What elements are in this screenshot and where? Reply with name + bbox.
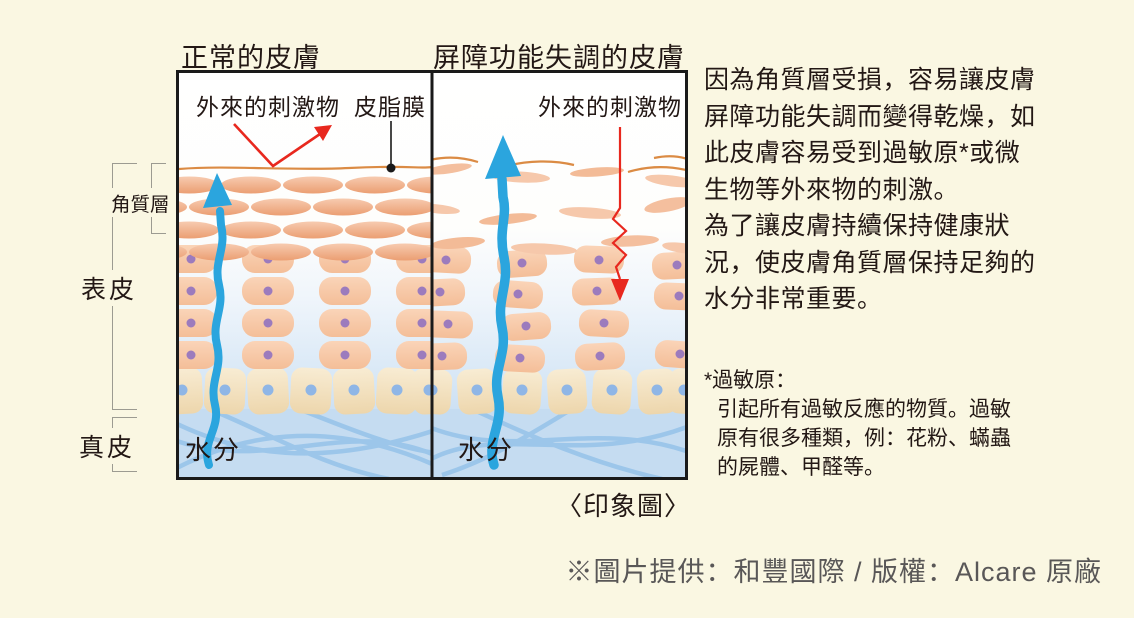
skin-diagram-frame (176, 70, 688, 480)
sebum-film-label: 皮脂膜 (354, 94, 426, 120)
irritant-bounce-arrow (233, 123, 332, 168)
sebum-film-line (179, 165, 432, 171)
normal-skin-title: 正常的皮膚 (181, 43, 321, 73)
collagen-fibers (179, 406, 432, 477)
basal-cells (179, 367, 432, 415)
image-credit: ※圖片提供：和豐國際 / 版權：Alcare 原廠 (565, 557, 1102, 587)
impression-caption: 〈印象圖〉 (556, 491, 692, 521)
irritant-label-right: 外來的刺激物 (538, 94, 682, 120)
epidermis-label: 表皮 (78, 270, 141, 306)
sebum-callout (386, 121, 396, 173)
stratum-corneum-label: 角質層 (108, 188, 173, 217)
moisture-escape-arrow (485, 135, 521, 470)
moisture-label-right: 水分 (458, 435, 515, 465)
stratum-corneum-cells (179, 176, 432, 261)
damaged-skin-panel (432, 73, 685, 477)
allergen-footnote-title: *過敏原： (704, 369, 797, 392)
description-text: 因為角質層受損，容易讓皮膚 屏障功能失調而變得乾燥，如 此皮膚容易受到過敏原*或… (704, 66, 1036, 313)
irritant-label-left: 外來的刺激物 (196, 94, 340, 120)
moisture-arrow (203, 173, 232, 469)
skin-diagram (179, 73, 685, 477)
damaged-skin-title: 屏障功能失調的皮膚 (433, 43, 685, 73)
moisture-label-left: 水分 (185, 435, 242, 465)
allergen-footnote-body: 引起所有過敏反應的物質。過敏 原有很多種類，例：花粉、蟎蟲 的屍體、甲醛等。 (717, 398, 1011, 479)
dermis-label: 真皮 (76, 428, 139, 464)
basal-cells (432, 368, 685, 415)
normal-skin-panel (179, 73, 432, 477)
irritant-penetration-arrow (611, 127, 629, 301)
panel-divider (430, 73, 434, 477)
